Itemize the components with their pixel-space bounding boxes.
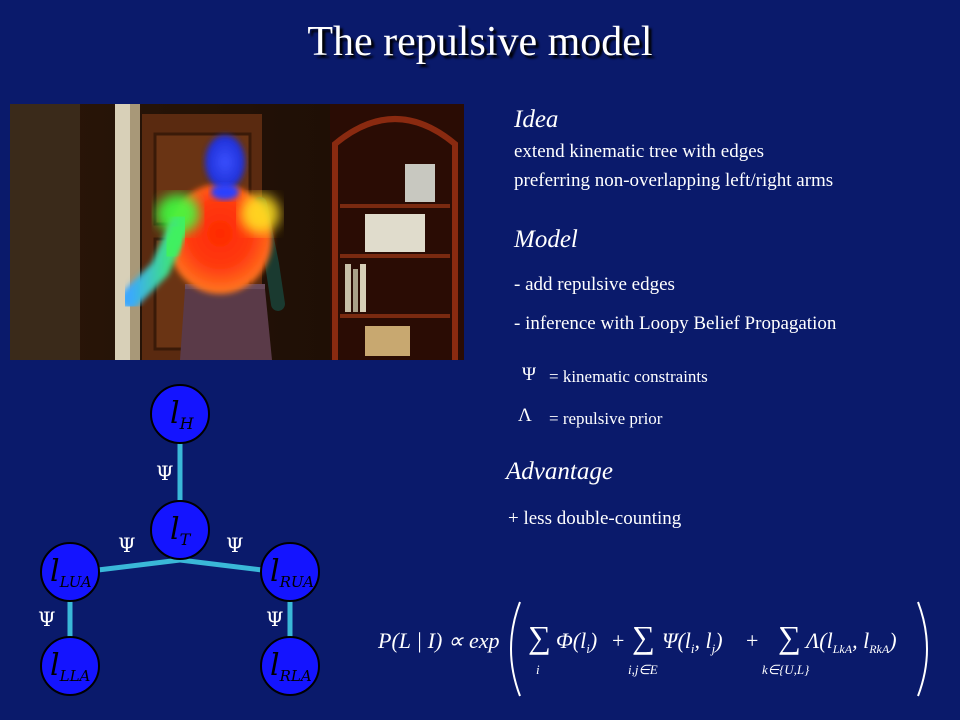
video-frame-image xyxy=(10,104,464,360)
video-frame-illustration xyxy=(10,104,464,360)
formula-right-paren xyxy=(917,601,928,697)
tree-edges xyxy=(67,442,293,638)
psi-symbol: Ψ xyxy=(522,364,537,385)
formula-left-paren xyxy=(510,601,521,697)
edge-label-psi-rua: Ψ xyxy=(226,533,244,557)
idea-line-2: preferring non-overlapping left/right ar… xyxy=(514,170,834,191)
formula-sum-3-sub: k∈{U,L} xyxy=(762,662,810,677)
slide-title: The repulsive model xyxy=(307,19,653,65)
edge-label-psi-lua: Ψ xyxy=(118,533,136,557)
svg-text:lT: lT xyxy=(170,512,192,549)
formula-plus-2: + xyxy=(746,628,758,653)
psi-legend-text: = kinematic constraints xyxy=(549,367,708,386)
edge-torso-rua xyxy=(179,557,263,573)
formula-term-2: Ψ(li, lj) xyxy=(662,628,723,656)
idea-heading: Idea xyxy=(514,106,559,133)
lambda-symbol: Λ xyxy=(518,405,532,426)
formula-term-1: Φ(li) xyxy=(556,628,597,656)
formula-sum-1: ∑ xyxy=(528,619,551,655)
formula-plus-1: + xyxy=(612,628,624,653)
model-heading: Model xyxy=(514,226,578,253)
model-bullet-1: - add repulsive edges xyxy=(514,274,675,295)
formula-term-3: Λ(lLkA, lRkA) xyxy=(804,628,897,656)
node-left-upper-arm: lLUA xyxy=(40,542,100,602)
advantage-heading: Advantage xyxy=(506,458,613,485)
model-bullet-2: - inference with Loopy Belief Propagatio… xyxy=(514,313,837,334)
formula-sum-2-sub: i,j∈E xyxy=(628,662,658,677)
node-torso: lT xyxy=(150,500,210,560)
edge-label-psi-lla: Ψ xyxy=(38,607,56,631)
svg-text:lRUA: lRUA xyxy=(270,554,314,591)
node-left-lower-arm: lLLA xyxy=(40,636,100,696)
formula-sum-1-sub: i xyxy=(536,662,540,677)
svg-text:lH: lH xyxy=(170,396,195,433)
edge-torso-lua xyxy=(97,557,181,573)
posterior-formula: P(L | I) ∝ exp ∑ i Φ(li) + ∑ i,j∈E Ψ(li,… xyxy=(377,601,928,697)
svg-text:lLLA: lLLA xyxy=(50,648,91,685)
svg-text:lRLA: lRLA xyxy=(270,648,312,685)
edge-label-psi-rla: Ψ xyxy=(266,607,284,631)
advantage-bullet: + less double-counting xyxy=(508,508,682,529)
lambda-legend-text: = repulsive prior xyxy=(549,409,663,428)
node-head: lH xyxy=(150,384,210,444)
formula-sum-2: ∑ xyxy=(632,619,655,655)
idea-line-1: extend kinematic tree with edges xyxy=(514,141,765,162)
edge-label-psi-head: Ψ xyxy=(156,461,174,485)
formula-sum-3: ∑ xyxy=(778,619,801,655)
node-right-lower-arm: lRLA xyxy=(260,636,320,696)
formula-lhs: P(L | I) ∝ exp xyxy=(377,628,500,653)
kinematic-tree-diagram: Ψ Ψ Ψ Ψ Ψ lH lT lLUA lRUA lLLA lRLA xyxy=(38,384,320,696)
node-right-upper-arm: lRUA xyxy=(260,542,320,602)
svg-text:lLUA: lLUA xyxy=(50,554,92,591)
